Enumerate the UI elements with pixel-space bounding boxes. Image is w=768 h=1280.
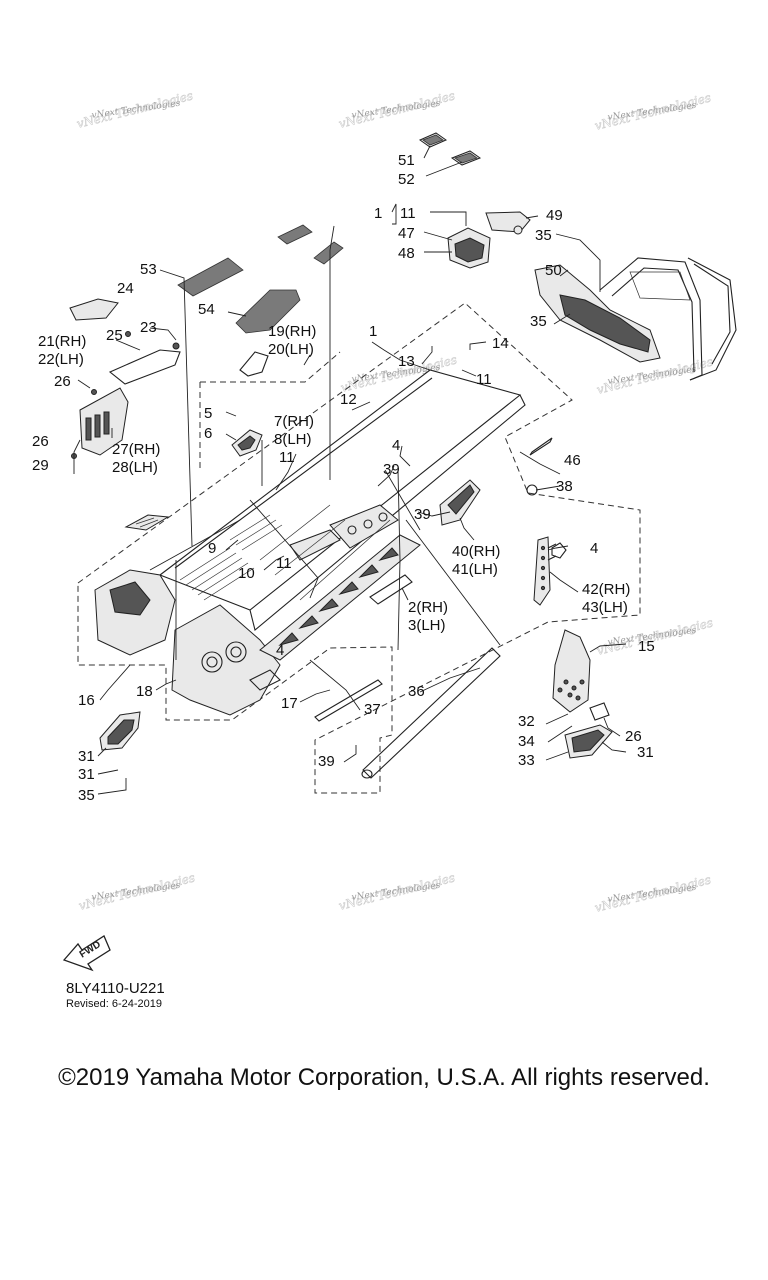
callout-40rh: 40(RH) xyxy=(452,543,500,560)
watermarks: vNext Technologies vNext Technologies vN… xyxy=(75,88,715,915)
callout-1-main: 1 xyxy=(369,323,377,340)
callout-35-bottom: 35 xyxy=(78,787,95,804)
callout-39-mid: 39 xyxy=(414,506,431,523)
callout-50: 52 xyxy=(398,171,415,188)
step-holes xyxy=(557,679,585,701)
group-outlines xyxy=(77,302,641,794)
callout-15: 15 xyxy=(638,638,655,655)
main-chassis xyxy=(94,369,526,716)
callout-26-left: 26 xyxy=(54,373,71,390)
seat-rail-assembly-48 xyxy=(534,257,737,381)
callout-11-mid: 11 xyxy=(279,449,295,466)
callout-11-right: 11 xyxy=(476,371,492,388)
callout-28lh: 28(LH) xyxy=(112,459,158,476)
callout-52: 54 xyxy=(198,301,215,318)
callout-38: 38 xyxy=(556,478,573,495)
callout-22lh: 22(LH) xyxy=(38,351,84,368)
leader-lines xyxy=(73,145,627,795)
callout-45: 47 xyxy=(398,225,415,242)
copyright-notice: ©2019 Yamaha Motor Corporation, U.S.A. A… xyxy=(58,1064,710,1091)
callout-31-right: 31 xyxy=(637,744,654,761)
callout-43lh: 43(LH) xyxy=(582,599,628,616)
callout-16: 16 xyxy=(78,692,95,709)
callout-5: 5 xyxy=(204,405,212,422)
callout-11-top: 11 xyxy=(400,205,416,222)
callout-23: 23 xyxy=(140,319,157,336)
callout-4-lower: 4 xyxy=(276,642,284,659)
callout-24: 24 xyxy=(117,280,134,297)
rail-cutouts xyxy=(278,547,399,646)
callout-10: 10 xyxy=(238,565,255,582)
callout-34: 34 xyxy=(518,733,535,750)
callout-26-right: 26 xyxy=(625,728,642,745)
callout-3lh: 3(LH) xyxy=(408,617,446,634)
right-parts xyxy=(99,351,613,779)
callout-35-mid: 35 xyxy=(530,313,547,330)
callout-35-top: 35 xyxy=(535,227,552,244)
callout-41lh: 41(LH) xyxy=(452,561,498,578)
callout-44: 46 xyxy=(564,452,581,469)
callout-29: 29 xyxy=(32,457,49,474)
callout-2rh: 2(RH) xyxy=(408,599,448,616)
mat-pads-51-52-53 xyxy=(177,224,344,334)
console-45-47 xyxy=(447,211,531,269)
callout-27rh: 27(RH) xyxy=(112,441,160,458)
callout-39-bottom: 39 xyxy=(318,753,335,770)
callout-49: 51 xyxy=(398,152,415,169)
callout-31-left: 31 xyxy=(78,766,95,783)
callout-46: 48 xyxy=(398,245,415,262)
callout-33: 32 xyxy=(518,713,535,730)
callout-21rh: 21(RH) xyxy=(38,333,86,350)
callout-18: 18 xyxy=(136,683,153,700)
fwd-arrow-icon: FWD xyxy=(62,935,111,972)
callout-6: 6 xyxy=(204,425,212,442)
callout-9: 9 xyxy=(208,540,216,557)
left-bracket-parts xyxy=(69,298,181,459)
callout-37: 37 xyxy=(364,701,381,718)
drawing-code: 8LY4110-U221 xyxy=(66,980,165,997)
callout-30: 31 xyxy=(78,748,95,765)
callouts: 51 52 1 11 47 48 49 35 50 35 53 24 54 19… xyxy=(32,152,655,804)
callout-47: 49 xyxy=(546,207,563,224)
callout-12: 12 xyxy=(340,391,357,408)
callout-36: 36 xyxy=(408,683,425,700)
revised-date: Revised: 6-24-2019 xyxy=(66,998,163,1010)
rail-holes xyxy=(540,545,546,591)
small-pads-49-50 xyxy=(418,132,482,166)
callout-32: 33 xyxy=(518,752,535,769)
callout-51: 53 xyxy=(140,261,157,278)
callout-48: 50 xyxy=(545,262,562,279)
callout-14: 14 xyxy=(492,335,509,352)
callout-42rh: 42(RH) xyxy=(582,581,630,598)
callout-20lh: 20(LH) xyxy=(268,341,314,358)
callout-13: 13 xyxy=(398,353,415,370)
callout-7rh: 7(RH) xyxy=(274,413,314,430)
watermark-text: vNext Technologies xyxy=(607,365,697,387)
callout-8lh: 8(LH) xyxy=(274,431,312,448)
callout-4-top: 4 xyxy=(392,437,400,454)
callout-4-right: 4 xyxy=(590,540,598,557)
callout-26-left2: 26 xyxy=(32,433,49,450)
callout-17: 17 xyxy=(281,695,298,712)
callout-19rh: 19(RH) xyxy=(268,323,316,340)
callout-11-lower: 11 xyxy=(276,555,292,572)
callout-39-top: 39 xyxy=(383,461,400,478)
callout-1-top: 1 xyxy=(374,205,382,222)
callout-25: 25 xyxy=(106,327,123,344)
